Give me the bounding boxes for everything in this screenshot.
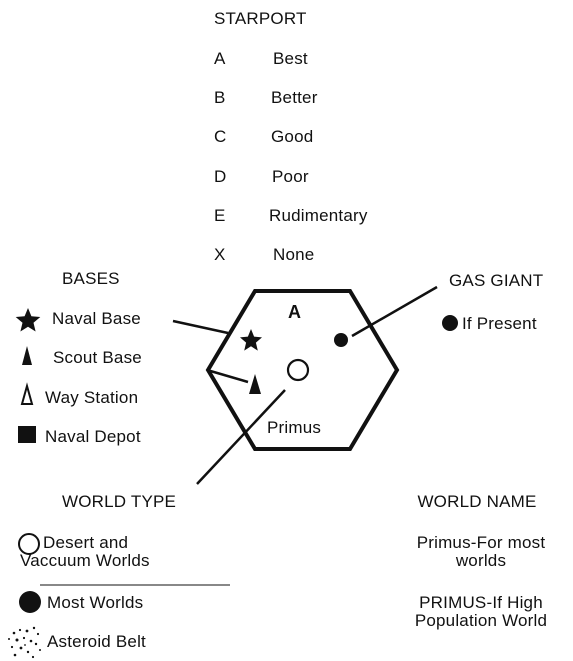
starport-code-x: X xyxy=(214,245,226,264)
star-icon xyxy=(15,308,41,332)
gas-giant-dot-icon xyxy=(334,333,348,347)
starport-label-b: Better xyxy=(271,88,318,107)
starport-label-a: Best xyxy=(273,49,308,68)
world-type-title: WORLD TYPE xyxy=(62,492,177,511)
starport-title: STARPORT xyxy=(214,9,307,28)
gas-giant-legend-dot-icon xyxy=(442,315,458,331)
hex-world-name: Primus xyxy=(267,418,322,437)
world-name-normal-line1: Primus-For most xyxy=(416,533,546,552)
hollow-triangle-icon xyxy=(20,382,34,405)
world-type-asteroid-belt: Asteroid Belt xyxy=(47,632,146,651)
starport-code-d: D xyxy=(214,167,227,186)
gas-giant-title: GAS GIANT xyxy=(449,271,544,290)
world-type-leader-line xyxy=(196,389,286,485)
world-type-most-worlds: Most Worlds xyxy=(47,593,144,612)
naval-base-star-icon xyxy=(240,329,262,351)
scout-base-triangle-icon xyxy=(249,374,261,394)
bases-label-naval-depot: Naval Depot xyxy=(45,427,141,446)
gas-giant-leader-line xyxy=(351,285,438,338)
starport-label-c: Good xyxy=(271,127,314,146)
filled-square-icon xyxy=(18,426,36,443)
hex-starport-code: A xyxy=(288,302,302,322)
starport-code-e: E xyxy=(214,206,226,225)
bases-label-way-station: Way Station xyxy=(45,388,139,407)
naval-base-leader-line xyxy=(172,319,229,335)
world-name-high-line1: PRIMUS-If High xyxy=(419,593,543,612)
world-type-desert-line2: Vaccuum Worlds xyxy=(20,551,150,570)
starport-code-b: B xyxy=(214,88,226,107)
starport-code-a: A xyxy=(214,49,226,68)
world-name-title: WORLD NAME xyxy=(417,492,537,511)
bases-label-scout-base: Scout Base xyxy=(53,348,142,367)
world-type-desert-line1: Desert and xyxy=(43,533,129,552)
asteroid-dots-icon xyxy=(8,626,41,659)
scout-base-leader-line xyxy=(206,368,249,384)
starport-code-c: C xyxy=(214,127,227,146)
world-name-high-line2: Population World xyxy=(414,611,548,630)
world-name-normal-line2: worlds xyxy=(455,551,507,570)
starport-label-e: Rudimentary xyxy=(269,206,368,225)
hollow-circle-icon xyxy=(18,533,40,555)
filled-circle-icon xyxy=(19,591,41,613)
filled-triangle-icon xyxy=(22,346,32,365)
starport-label-d: Poor xyxy=(272,167,309,186)
bases-title: BASES xyxy=(62,269,120,288)
gas-giant-label: If Present xyxy=(462,314,537,333)
bases-label-naval-base: Naval Base xyxy=(52,309,141,328)
starport-label-x: None xyxy=(273,245,315,264)
world-hollow-circle-icon xyxy=(286,358,310,382)
